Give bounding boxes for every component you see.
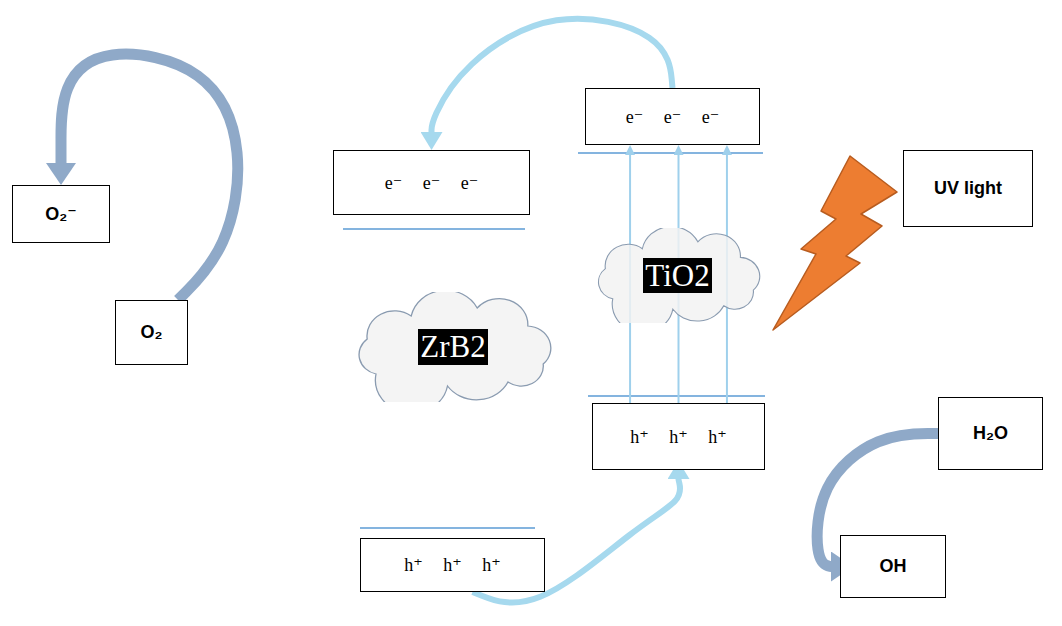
conduction-band-line (578, 152, 763, 154)
material-label: ZrB2 (418, 329, 487, 365)
valence-band-line (588, 395, 765, 397)
valence-band-line (360, 527, 535, 529)
material-cloud: ZrB2 (343, 292, 563, 402)
box-label: O₂⁻ (45, 203, 77, 225)
electron-box: e⁻ e⁻ e⁻ (585, 88, 760, 145)
cloud-outline (599, 228, 760, 323)
box-label: h⁺ h⁺ h⁺ (630, 426, 727, 448)
species-box: OH (840, 535, 946, 598)
box-label: OH (880, 556, 907, 577)
box-label: UV light (934, 178, 1002, 199)
species-box: H₂O (938, 397, 1043, 470)
species-box: O₂⁻ (12, 185, 110, 243)
material-cloud: TiO2 (585, 228, 770, 323)
transfer-arrow (61, 54, 238, 300)
electron-box: e⁻ e⁻ e⁻ (333, 150, 530, 215)
box-label: H₂O (973, 423, 1008, 444)
box-label: e⁻ e⁻ e⁻ (385, 172, 478, 194)
box-label: O₂ (141, 322, 163, 343)
light-source-box: UV light (903, 150, 1033, 227)
lightning-bolt (773, 156, 897, 330)
cloud-outline (359, 292, 551, 402)
box-label: e⁻ e⁻ e⁻ (626, 106, 719, 128)
conduction-band-line (343, 228, 525, 230)
hole-box: h⁺ h⁺ h⁺ (360, 538, 545, 592)
material-label: TiO2 (643, 258, 711, 294)
species-box: O₂ (115, 300, 188, 365)
hole-box: h⁺ h⁺ h⁺ (592, 403, 765, 470)
box-label: h⁺ h⁺ h⁺ (404, 554, 501, 576)
